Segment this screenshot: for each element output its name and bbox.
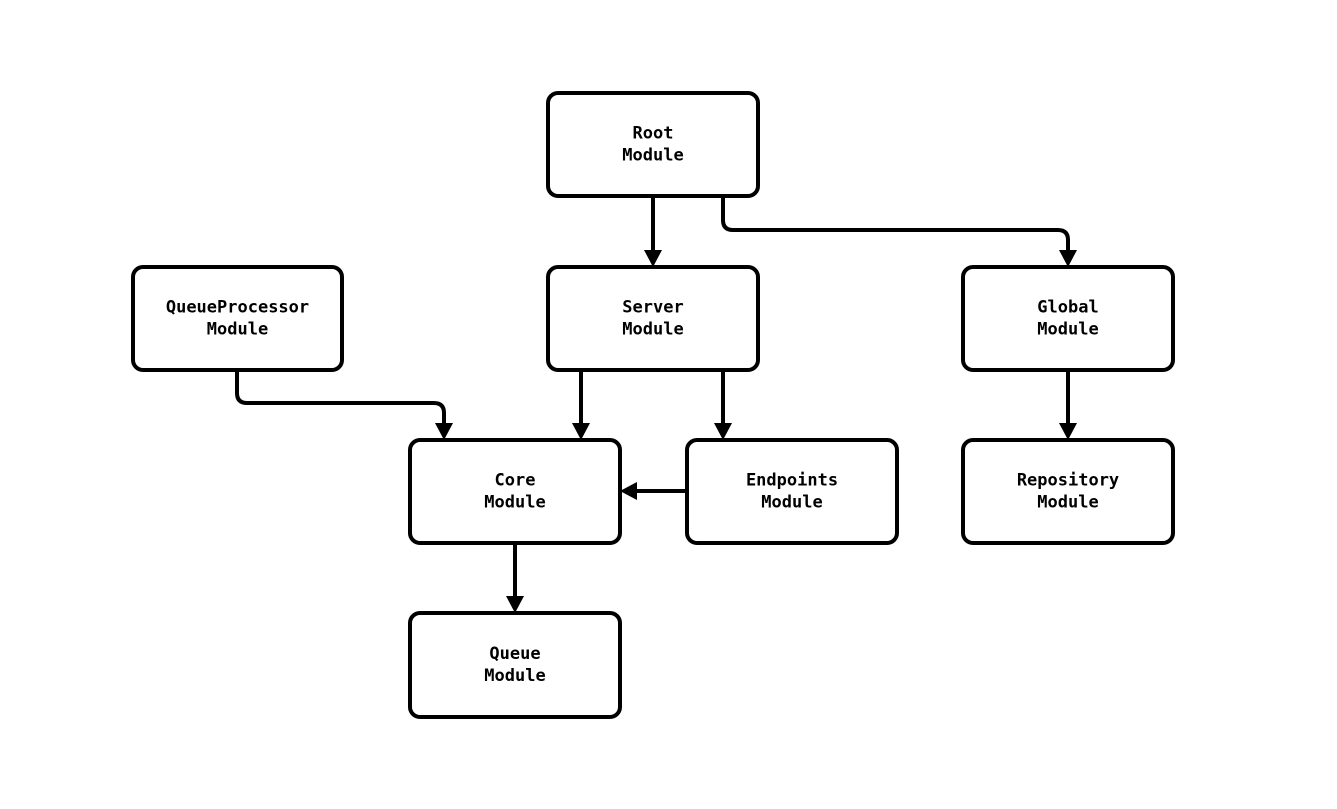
arrowhead-icon xyxy=(435,423,453,440)
edge-server-to-endpoints xyxy=(714,370,732,440)
arrowhead-icon xyxy=(1059,250,1077,267)
edge-core-to-queue xyxy=(506,543,524,613)
edge-server-to-core xyxy=(572,370,590,440)
edge-root-to-global xyxy=(721,196,1077,267)
node-label-line2-queueprocessor: Module xyxy=(207,320,268,340)
node-box-repository[interactable] xyxy=(961,438,1175,545)
nodes-layer: RootModuleQueueProcessorModuleServerModu… xyxy=(131,91,1175,719)
node-label-line1-global: Global xyxy=(1037,298,1098,318)
edge-root-to-server xyxy=(644,196,662,267)
arrowhead-icon xyxy=(1059,423,1077,440)
node-box-queue[interactable] xyxy=(408,611,622,719)
node-box-endpoints[interactable] xyxy=(685,438,899,545)
node-label-line1-endpoints: Endpoints xyxy=(746,471,838,491)
node-label-line2-core: Module xyxy=(484,493,545,513)
edge-endpoints-to-core xyxy=(620,482,687,500)
edge-queueprocessor-to-core xyxy=(235,370,453,440)
node-label-line2-root: Module xyxy=(622,146,683,166)
arrowhead-icon xyxy=(644,250,662,267)
node-label-line2-server: Module xyxy=(622,320,683,340)
node-label-line1-repository: Repository xyxy=(1017,471,1119,491)
node-box-root[interactable] xyxy=(546,91,760,198)
node-box-core[interactable] xyxy=(408,438,622,545)
edge-line-queueprocessor-to-core xyxy=(235,370,446,423)
node-label-line1-queueprocessor: QueueProcessor xyxy=(166,298,309,318)
edge-line-root-to-global xyxy=(721,196,1070,250)
edges-layer xyxy=(235,196,1077,613)
node-label-line2-repository: Module xyxy=(1037,493,1098,513)
node-box-global[interactable] xyxy=(961,265,1175,372)
node-label-line2-queue: Module xyxy=(484,666,545,686)
node-label-line2-global: Module xyxy=(1037,320,1098,340)
edge-global-to-repository xyxy=(1059,370,1077,440)
node-box-queueprocessor[interactable] xyxy=(131,265,344,372)
node-label-line1-queue: Queue xyxy=(489,644,540,664)
arrowhead-icon xyxy=(572,423,590,440)
node-box-server[interactable] xyxy=(546,265,760,372)
node-label-line2-endpoints: Module xyxy=(761,493,822,513)
node-label-line1-core: Core xyxy=(495,471,536,491)
arrowhead-icon xyxy=(620,482,637,500)
node-label-line1-root: Root xyxy=(633,124,674,144)
arrowhead-icon xyxy=(714,423,732,440)
arrowhead-icon xyxy=(506,596,524,613)
node-label-line1-server: Server xyxy=(622,298,683,318)
